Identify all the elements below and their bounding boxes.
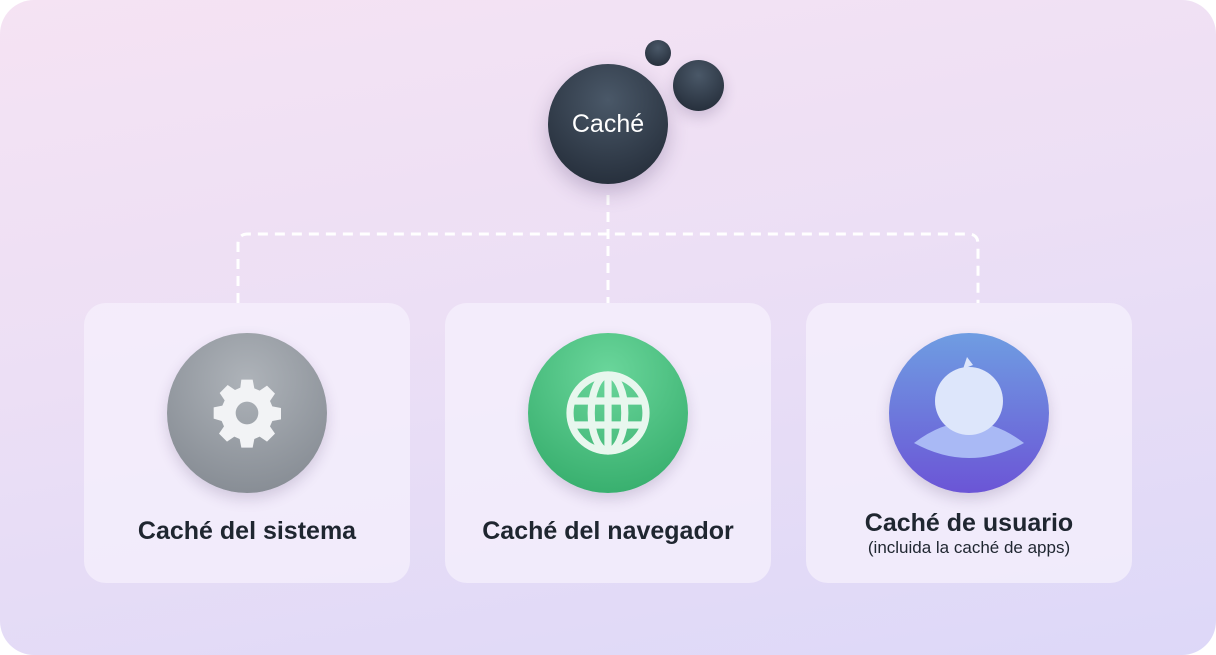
bubble-small [645, 40, 671, 66]
user-icon [889, 333, 1049, 493]
node-system-cache: Caché del sistema [84, 303, 410, 583]
node-browser-cache: Caché del navegador [445, 303, 771, 583]
gear-icon [167, 333, 327, 493]
node-label: Caché de usuario [864, 509, 1074, 537]
node-label: Caché del navegador [482, 517, 734, 545]
root-node: Caché [548, 64, 668, 184]
node-label: Caché del sistema [137, 517, 357, 545]
bubble-medium [673, 60, 724, 111]
globe-icon [528, 333, 688, 493]
node-sublabel: (incluida la caché de apps) [867, 538, 1071, 557]
root-label: Caché [571, 109, 645, 138]
node-user-cache: Caché de usuario (incluida la caché de a… [806, 303, 1132, 583]
